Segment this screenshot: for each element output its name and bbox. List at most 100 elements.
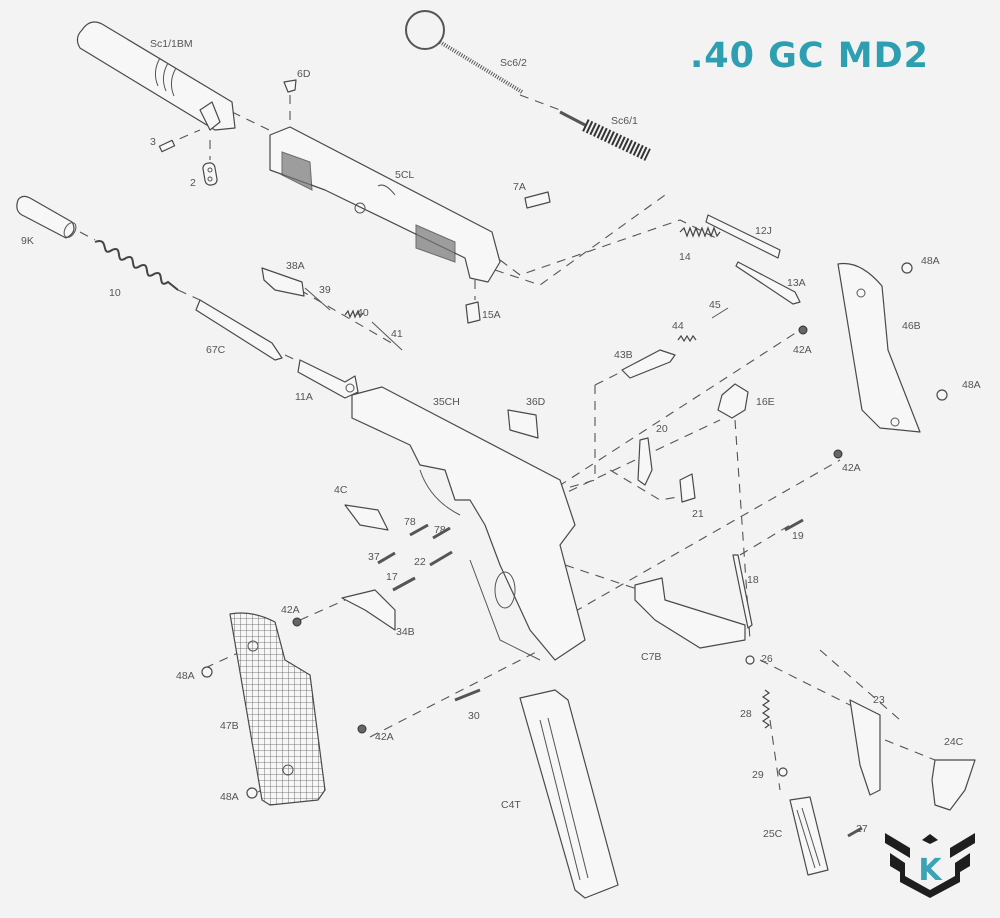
grip-screw-part	[201, 262, 948, 799]
part-label: 38A	[286, 260, 305, 272]
part-label: 11A	[295, 391, 313, 403]
part-label: 39	[319, 284, 331, 296]
firing-pin-part	[735, 261, 801, 305]
part-label: C4T	[501, 799, 521, 811]
barrel-part	[76, 21, 236, 131]
grip-screw-bushing-part	[292, 325, 843, 734]
part-label: 36D	[526, 396, 546, 408]
part-label: 5CL	[395, 169, 414, 181]
part-label: 9K	[21, 235, 34, 247]
part-label: 18	[747, 574, 759, 586]
part-label: 24C	[944, 736, 964, 748]
part-label: 42A	[793, 344, 812, 356]
magazine-catch-part	[507, 409, 539, 439]
part-label: 47B	[220, 720, 239, 732]
part-label: 48A	[176, 670, 195, 682]
front-sight-part	[283, 79, 297, 93]
disconnector-part	[679, 473, 696, 503]
part-labels: Sc1/1BM 3 2 6D 5CL Sc6/2 Sc6/1 7A 12J 14…	[21, 38, 981, 840]
guide-rod-part	[195, 299, 283, 361]
part-label: 30	[468, 710, 480, 722]
mainspring-housing-part	[789, 796, 829, 876]
pins-part	[377, 518, 863, 838]
part-label: 27	[856, 823, 868, 835]
ejector-part	[465, 301, 481, 324]
part-label: 16E	[756, 396, 775, 408]
part-label: 26	[761, 653, 773, 665]
recoil-spring-part	[94, 239, 179, 291]
slide-stop-part	[344, 504, 389, 531]
part-label: 21	[692, 508, 704, 520]
part-label: 67C	[206, 344, 226, 356]
part-label: 44	[672, 320, 684, 332]
part-label: 10	[109, 287, 121, 299]
part-label: 25C	[763, 828, 783, 840]
recoil-spring-plug-part	[16, 195, 77, 239]
barrel-link-part	[202, 162, 218, 186]
part-label: 42A	[375, 731, 394, 743]
part-label: 37	[368, 551, 380, 563]
firing-pin-spring-part	[679, 226, 721, 238]
part-label: 23	[873, 694, 885, 706]
thumb-safety-part	[341, 589, 396, 631]
extractor-part	[705, 214, 781, 259]
part-label: 12J	[755, 225, 772, 237]
cleaning-brush-part	[559, 110, 651, 161]
part-label: 45	[709, 299, 721, 311]
mainspring-part	[745, 655, 788, 777]
part-label: 7A	[513, 181, 526, 193]
part-label: 35CH	[433, 396, 460, 408]
left-grip-panel-part	[229, 612, 326, 806]
grip-safety-part	[849, 699, 881, 796]
rear-sight-part	[524, 191, 551, 209]
part-label: 15A	[482, 309, 501, 321]
slide-part	[269, 126, 501, 283]
part-label: 19	[792, 530, 804, 542]
mainspring-housing-pin-part	[732, 554, 753, 629]
part-label: Sc1/1BM	[150, 38, 193, 50]
part-label: 4C	[334, 484, 348, 496]
frame-part	[351, 386, 586, 661]
part-label: 14	[679, 251, 691, 263]
part-label: 40	[357, 307, 369, 319]
part-label: 48A	[921, 255, 940, 267]
part-label: 34B	[396, 626, 415, 638]
part-label: 3	[150, 136, 156, 148]
magazine-well-part	[634, 577, 746, 649]
bushing-part	[297, 359, 359, 399]
part-label: 22	[414, 556, 426, 568]
part-label: 17	[386, 571, 398, 583]
part-label: 46B	[902, 320, 921, 332]
hammer-part	[717, 383, 749, 419]
part-label: 78	[434, 524, 446, 536]
trigger-part	[931, 759, 976, 811]
barrel-link-pin-part	[158, 139, 176, 153]
part-label: 48A	[962, 379, 981, 391]
firing-pin-stop-part	[261, 267, 305, 297]
part-label: C7B	[641, 651, 661, 663]
safety-plunger-part	[677, 307, 729, 343]
magazine-part	[519, 689, 619, 899]
sear-part	[637, 437, 653, 486]
part-label: 41	[391, 328, 403, 340]
plunger-spring-part	[304, 287, 403, 351]
assembly-lines	[79, 94, 936, 793]
part-label: 42A	[281, 604, 300, 616]
grip-safety-lever-part	[621, 349, 676, 379]
part-label: 29	[752, 769, 764, 781]
part-label: 20	[656, 423, 668, 435]
part-label: 2	[190, 177, 196, 189]
part-label: 42A	[842, 462, 861, 474]
part-label: 78	[404, 516, 416, 528]
logo-letter: K	[918, 853, 943, 888]
part-label: Sc6/2	[500, 57, 527, 69]
cleaning-rod-part	[405, 10, 524, 94]
part-label: 28	[740, 708, 752, 720]
right-grip-panel-part	[837, 262, 921, 433]
part-label: 6D	[297, 68, 311, 80]
part-label: 13A	[787, 277, 806, 289]
part-label: 43B	[614, 349, 633, 361]
part-label: Sc6/1	[611, 115, 638, 127]
